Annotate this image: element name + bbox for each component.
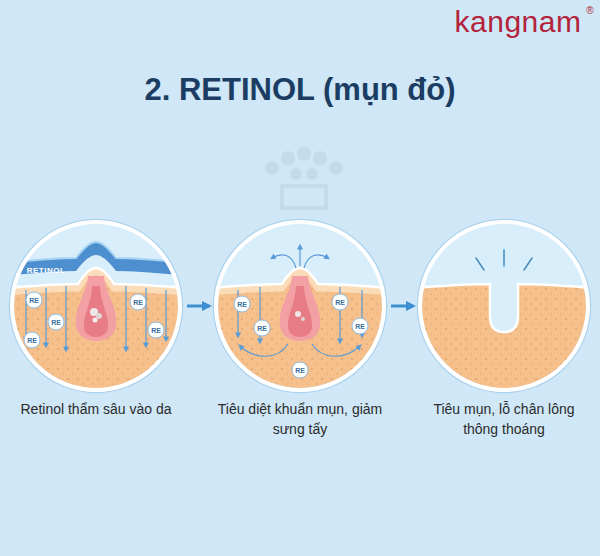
skin xyxy=(6,268,186,396)
bacteria xyxy=(295,311,301,317)
watermark-dot xyxy=(290,168,302,180)
down-arrow xyxy=(65,286,66,350)
retinol-molecule-label: RE xyxy=(234,296,251,313)
circle-white-ring xyxy=(12,222,180,390)
follicle xyxy=(76,276,116,341)
skin xyxy=(210,268,390,396)
down-arrow xyxy=(165,290,166,340)
skin-illustration xyxy=(414,222,594,396)
step-caption: Tiêu mụn, lỗ chân lông thông thoáng xyxy=(418,400,590,439)
down-arrow xyxy=(45,288,46,346)
retinol-molecule-label: RE xyxy=(292,362,309,379)
circle-outer-ring xyxy=(418,220,591,393)
retinol-molecule-label: RE xyxy=(332,294,349,311)
ray xyxy=(524,258,532,270)
retinol-molecule-label: RE xyxy=(26,292,43,309)
step-arrow xyxy=(391,305,413,308)
ray xyxy=(476,258,484,270)
curved-arrow xyxy=(240,344,288,356)
watermark-frame xyxy=(282,186,326,208)
watermark xyxy=(265,147,343,208)
bacteria xyxy=(93,318,98,323)
clear-pore-rays xyxy=(476,250,532,270)
skin-texture xyxy=(210,268,390,396)
retinol-band-label: RETINOL xyxy=(27,266,66,275)
watermark-dot xyxy=(329,161,343,175)
follicle-core xyxy=(84,286,108,337)
follicle-core xyxy=(288,286,312,337)
circle-white-ring xyxy=(420,222,588,390)
skin-illustration xyxy=(6,222,186,396)
retinol-molecule-label: RE xyxy=(130,294,147,311)
bacteria xyxy=(96,313,102,319)
retinol-molecule-label: RE xyxy=(352,318,369,335)
skin xyxy=(414,284,594,396)
brand-logo: kangnam xyxy=(455,5,582,39)
penetration-arrows xyxy=(26,286,166,350)
penetration-arrows xyxy=(238,287,362,342)
follicle xyxy=(280,276,320,341)
step-circle: Tiêu mụn, lỗ chân lông thông thoáng xyxy=(416,218,592,394)
curved-arrow xyxy=(304,255,328,268)
step-caption: Retinol thẩm sâu vào da xyxy=(3,400,189,420)
step-caption: Tiêu diệt khuẩn mụn, giảm sưng tấy xyxy=(216,400,384,439)
retinol-molecule-label: RE xyxy=(48,314,65,331)
retinol-molecule-label: RE xyxy=(24,332,41,349)
ray xyxy=(503,250,505,266)
retinol-molecule-label: RE xyxy=(148,322,165,339)
down-arrow xyxy=(125,286,126,350)
watermark-dot xyxy=(281,151,295,165)
curved-arrow xyxy=(272,255,296,268)
skin-illustration xyxy=(210,222,390,396)
circle-outer-ring xyxy=(214,220,387,393)
curved-arrow xyxy=(299,246,300,266)
step-arrow xyxy=(187,305,209,308)
bacteria xyxy=(301,317,305,321)
watermark-dot xyxy=(297,147,311,161)
down-arrow xyxy=(145,288,146,346)
skin-texture xyxy=(6,268,186,396)
skin-edge xyxy=(414,284,594,332)
watermark-dot xyxy=(265,161,279,175)
circle-white-ring xyxy=(216,222,384,390)
release-arrows xyxy=(240,246,360,356)
circle-outer-ring xyxy=(10,220,183,393)
circle-outline xyxy=(416,218,592,394)
watermark-dot xyxy=(306,168,318,180)
diagram-title: 2. RETINOL (mụn đỏ) xyxy=(0,72,600,108)
registered-mark: ® xyxy=(586,5,593,16)
curved-arrow xyxy=(312,344,360,356)
retinol-molecule-label: RE xyxy=(254,320,271,337)
skin-texture xyxy=(414,284,594,396)
watermark-dot xyxy=(313,151,327,165)
